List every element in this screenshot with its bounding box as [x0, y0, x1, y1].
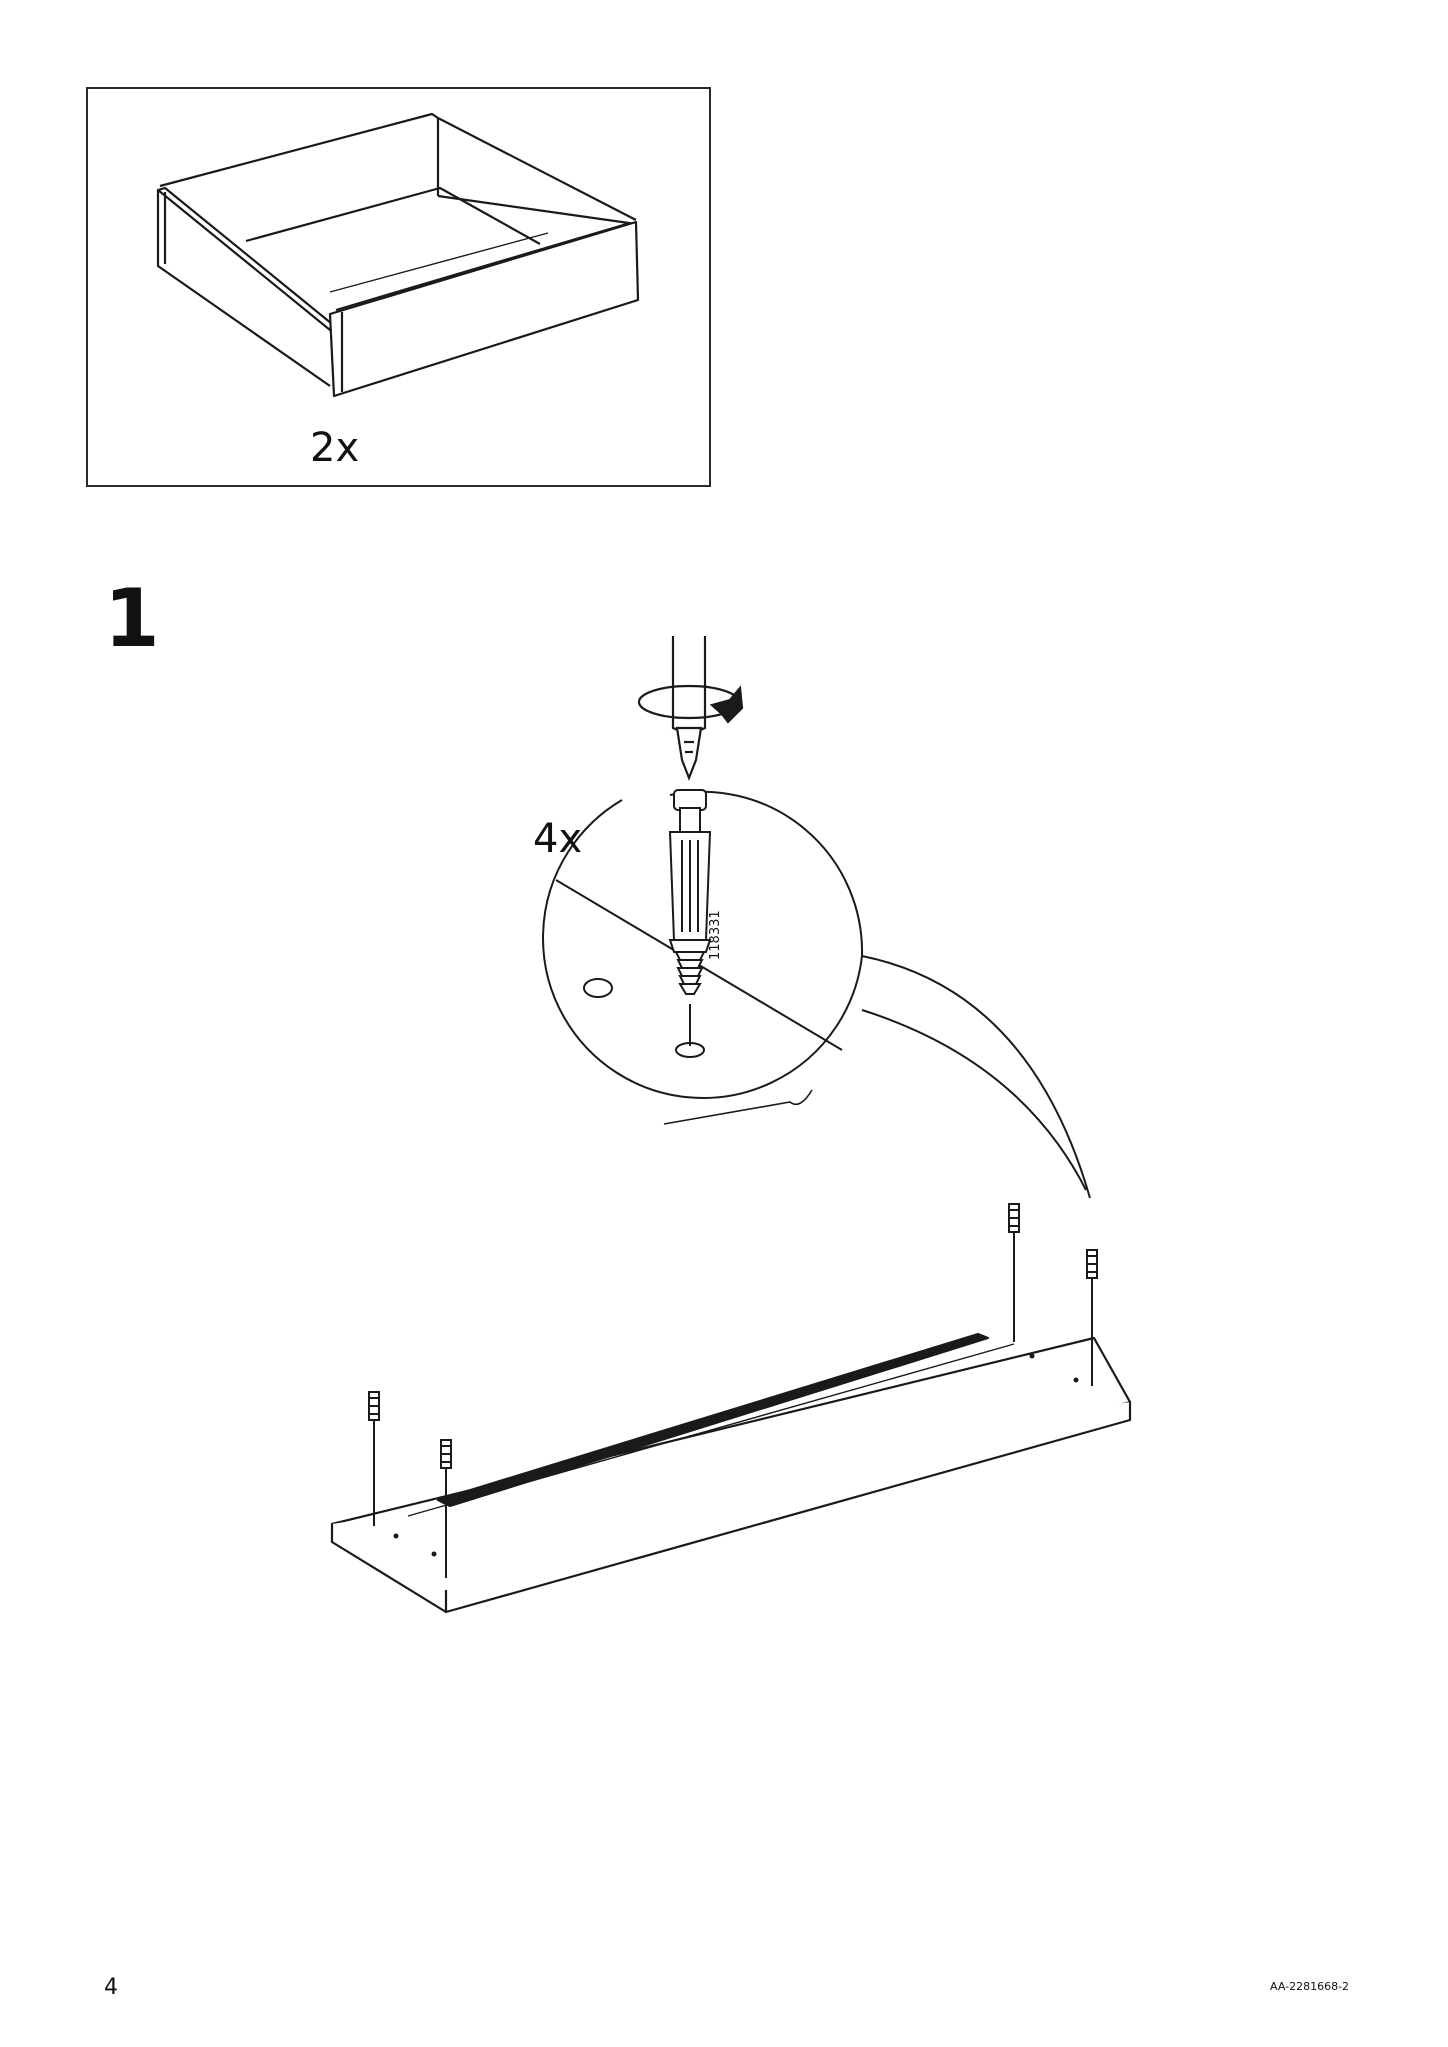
- panel-icon: [330, 1332, 1132, 1614]
- step-quantity-label: 4x: [533, 816, 583, 862]
- dowel-icon: [368, 1203, 1098, 1578]
- dowel-part-icon: [668, 789, 712, 995]
- part-number-label: 118331: [708, 910, 723, 960]
- rotate-clockwise-icon: [637, 684, 744, 724]
- document-code: AA-2281668-2: [1270, 1980, 1350, 1993]
- drawer-icon: [156, 112, 640, 398]
- page-number: 4: [104, 1975, 118, 2000]
- panel-holes: [393, 1353, 1079, 1557]
- screwdriver-icon: [671, 636, 707, 782]
- inventory-box-frame: [86, 87, 711, 487]
- detail-magnifier: [542, 790, 1091, 1199]
- inventory-quantity-label: 2x: [310, 425, 360, 471]
- step-number: 1: [104, 572, 160, 665]
